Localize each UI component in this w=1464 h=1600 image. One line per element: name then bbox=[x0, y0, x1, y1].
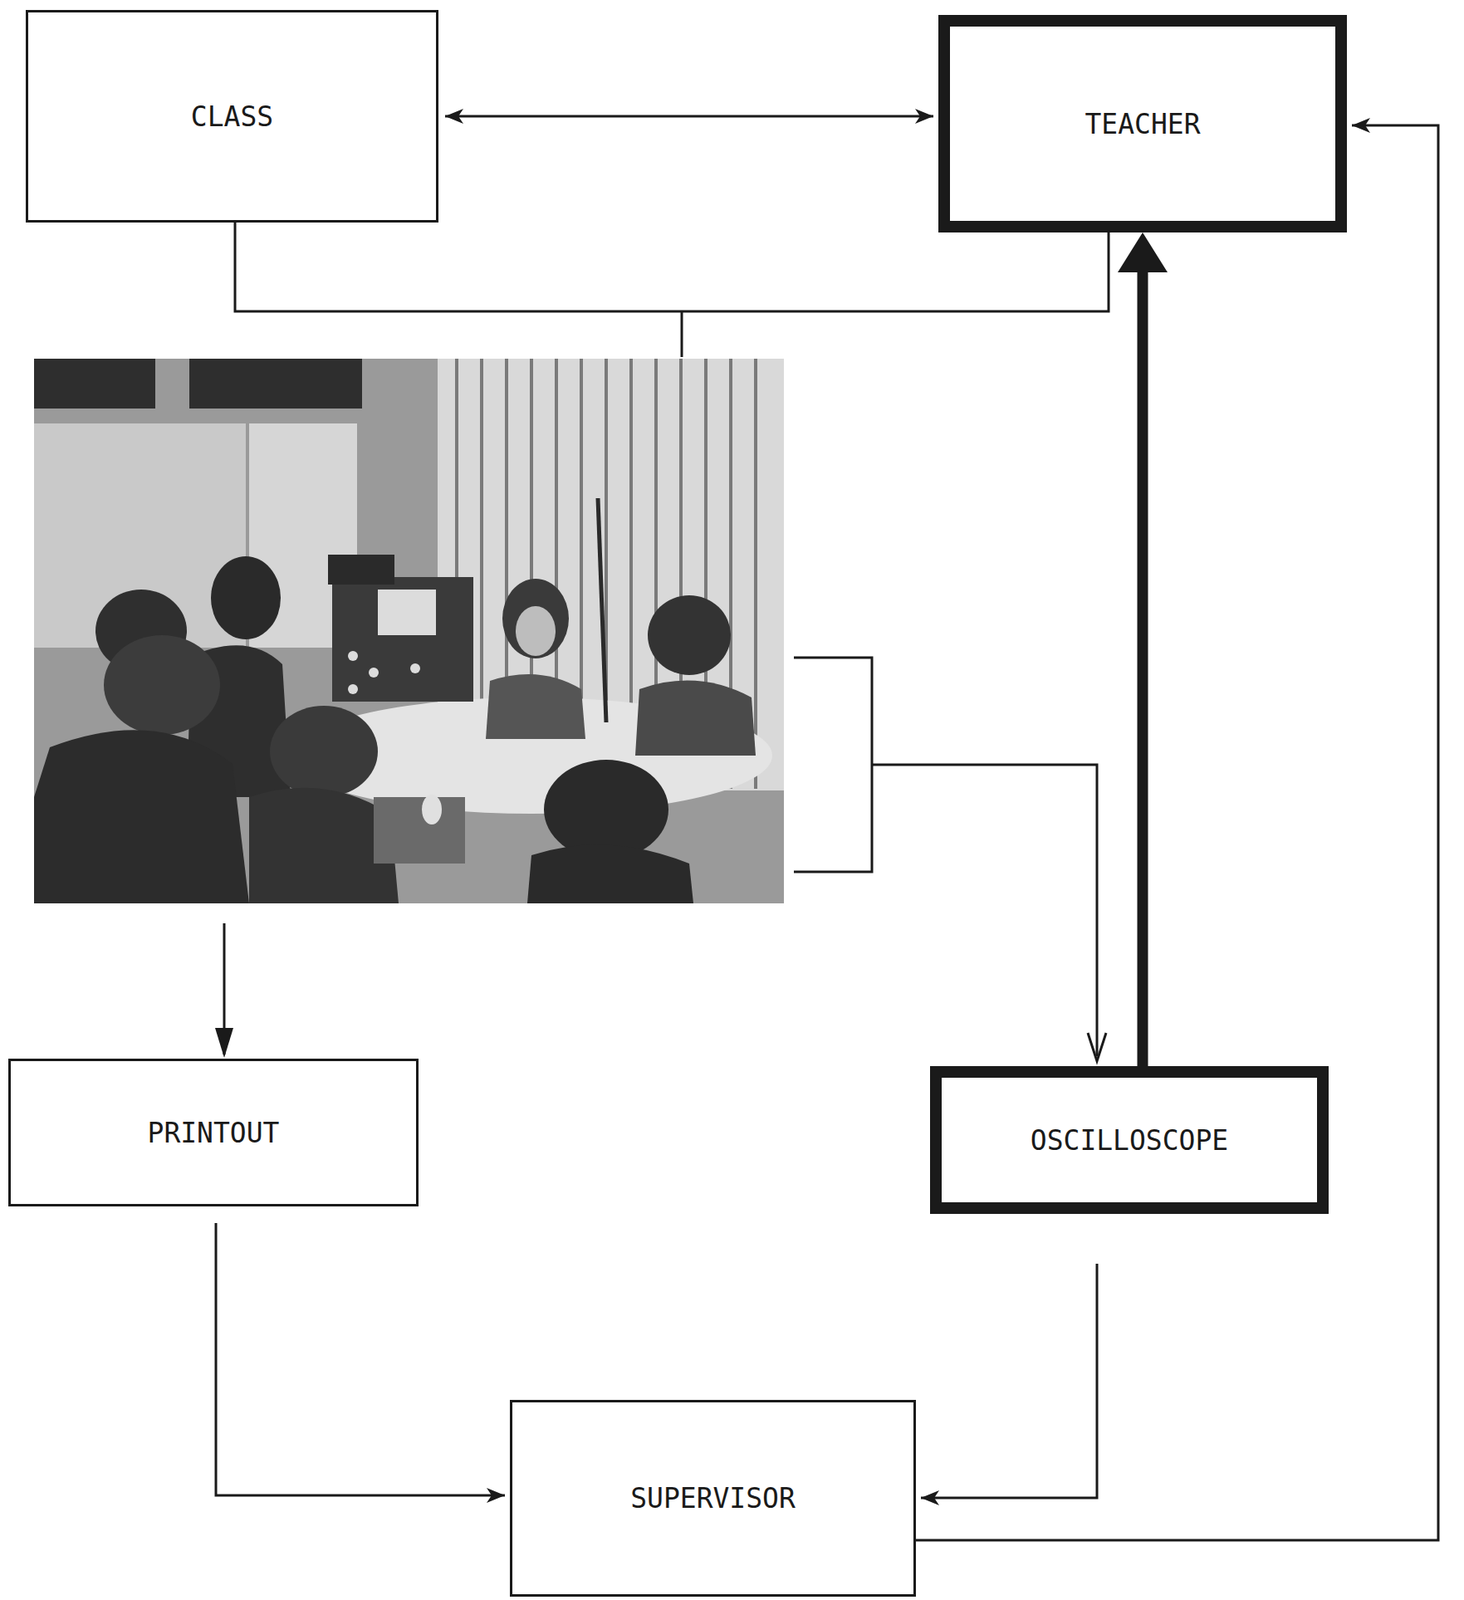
classroom-photo bbox=[34, 358, 784, 904]
node-label: OSCILLOSCOPE bbox=[1030, 1124, 1229, 1157]
wire-line bbox=[235, 222, 1109, 312]
node-label: PRINTOUT bbox=[147, 1116, 280, 1150]
oscilloscope-box: OSCILLOSCOPE bbox=[930, 1066, 1329, 1215]
connector-arrow bbox=[445, 115, 934, 118]
node-label: TEACHER bbox=[1084, 107, 1200, 141]
node-label: CLASS bbox=[190, 100, 274, 133]
wire-line bbox=[871, 764, 1097, 1057]
arrow-head bbox=[1087, 1033, 1107, 1062]
node-label: SUPERVISOR bbox=[630, 1482, 796, 1515]
thick-arrow bbox=[1137, 272, 1149, 1067]
connector-arrow bbox=[915, 125, 1439, 1541]
arrow-head bbox=[215, 1028, 234, 1058]
supervisor-box: SUPERVISOR bbox=[509, 1400, 916, 1597]
wire-line bbox=[680, 311, 684, 358]
teacher-box: TEACHER bbox=[938, 14, 1347, 233]
printout-box: PRINTOUT bbox=[8, 1058, 419, 1207]
connector-arrow bbox=[920, 1263, 1097, 1499]
bracket-line bbox=[793, 657, 872, 872]
class-box: CLASS bbox=[25, 9, 439, 223]
connector-arrow bbox=[215, 1223, 505, 1496]
